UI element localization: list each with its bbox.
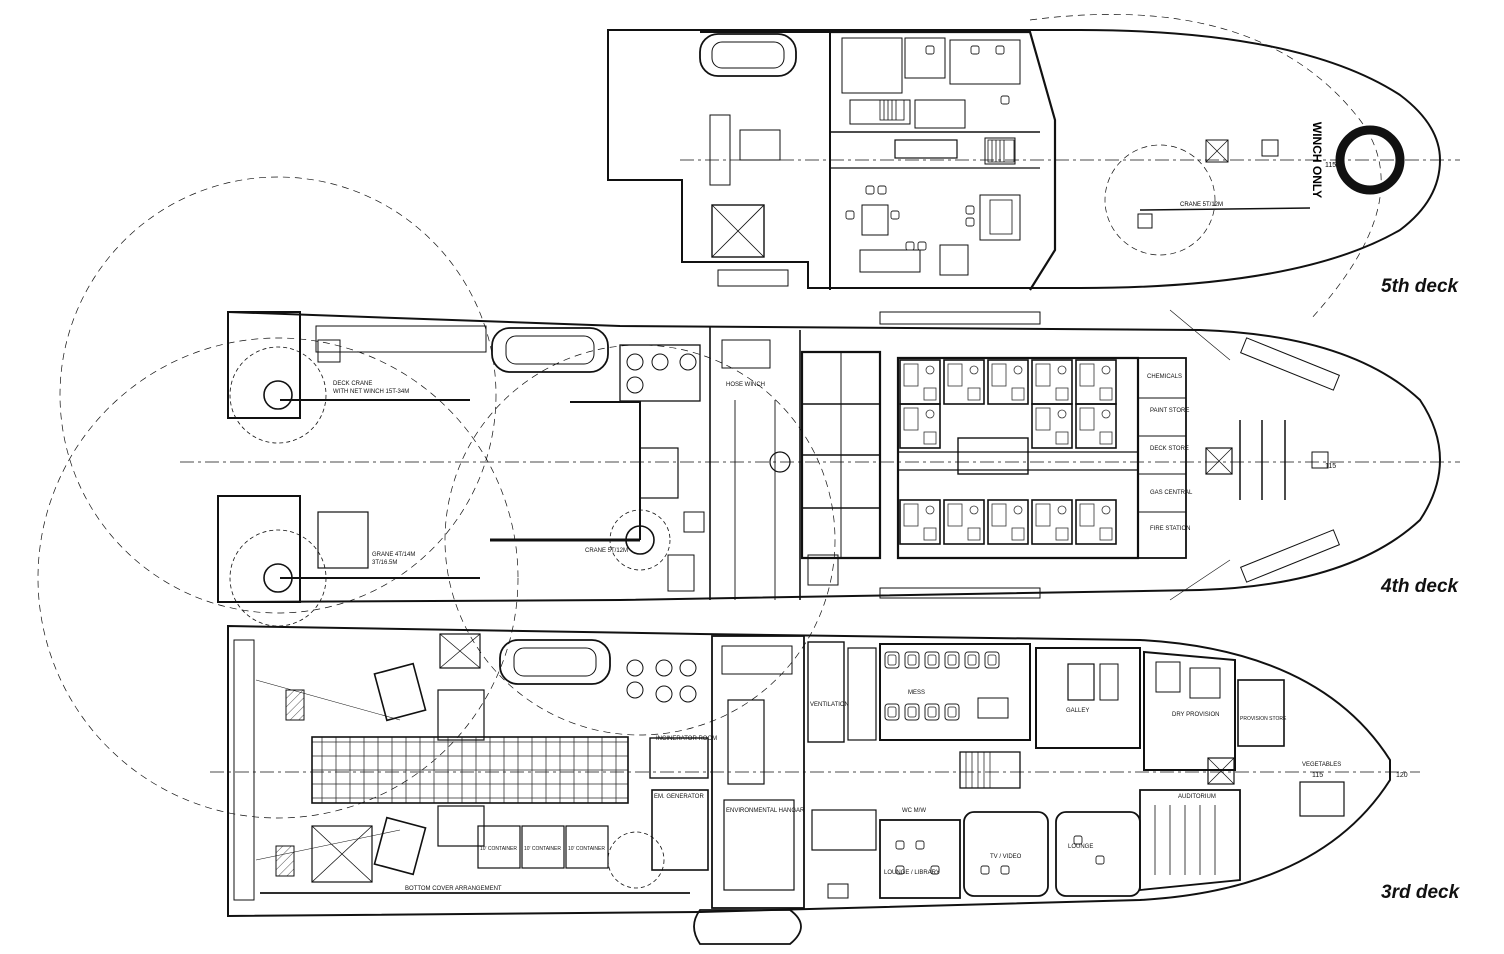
em-generator-label: EM. GENERATOR (654, 794, 704, 800)
mess-label: MESS (908, 690, 925, 696)
galley-label: GALLEY (1066, 708, 1089, 714)
container-label-2: 10' CONTAINER (524, 846, 561, 852)
fifth-deck-hull (607, 29, 1442, 289)
fifth-crane-label: CRANE 5T/12M (1180, 202, 1223, 208)
deck-store-label: DECK STORE (1150, 446, 1189, 452)
dry-provision-label: DRY PROVISION (1172, 712, 1219, 718)
third-deck-hull (227, 624, 1391, 918)
third-deck-plan (210, 624, 1420, 945)
gas-central-label: GAS CENTRAL (1150, 490, 1193, 496)
grane-label: GRANE 4T/14M (372, 552, 415, 558)
vegetables-label: VEGETABLES (1302, 762, 1341, 768)
ventilation-label: VENTILATION (810, 702, 849, 708)
fourth-deck-hull (227, 311, 1442, 603)
fifth-deck-title: 5th deck (1381, 276, 1459, 297)
fourth-deck-title: 4th deck (1381, 576, 1459, 597)
fourth-deck-plan (37, 176, 1460, 819)
deck-crane-sub-label: WITH NET WINCH 15T-34M (333, 389, 409, 395)
tv-video-label: TV / VIDEO (990, 854, 1022, 860)
third-frame-120-label: 120 (1396, 772, 1408, 779)
third-deck-title: 3rd deck (1381, 882, 1460, 903)
crane-stern-label: CRANE 5T/12M (585, 548, 628, 554)
third-frame-115-label: 115 (1312, 772, 1323, 779)
incinerator-label: INCINERATOR ROOM (656, 736, 717, 742)
paint-store-label: PAINT STORE (1150, 408, 1189, 414)
bottom-cover-label: BOTTOM COVER ARRANGEMENT (405, 886, 502, 892)
deck-crane-label: DECK CRANE (333, 381, 372, 387)
fifth-frame-label: 115 (1325, 162, 1336, 169)
lounge-library-label: LOUNGE / LIBRARY (884, 870, 940, 876)
fourth-frame-label: 115 (1325, 463, 1336, 470)
provision-store-label: PROVISION STORE (1240, 716, 1287, 722)
auditorium-label: AUDITORIUM (1178, 794, 1216, 800)
env-hangar-label: ENVIRONMENTAL HANGAR (726, 808, 805, 814)
lounge-label: LOUNGE (1068, 844, 1093, 850)
container-label-1: 10' CONTAINER (480, 846, 517, 852)
hose-winch-label: HOSE WINCH (726, 382, 765, 388)
fifth-deck-plan (607, 14, 1460, 321)
winch-only-label: WINCH ONLY (1310, 122, 1324, 198)
chemicals-label: CHEMICALS (1147, 374, 1182, 380)
container-label-3: 10' CONTAINER (568, 846, 605, 852)
wc-label: WC M/W (902, 808, 926, 814)
grane-sub-label: 3T/16.5M (372, 560, 397, 566)
winch-ring-icon (1335, 125, 1405, 195)
fire-station-label: FIRE STATION (1150, 526, 1190, 532)
